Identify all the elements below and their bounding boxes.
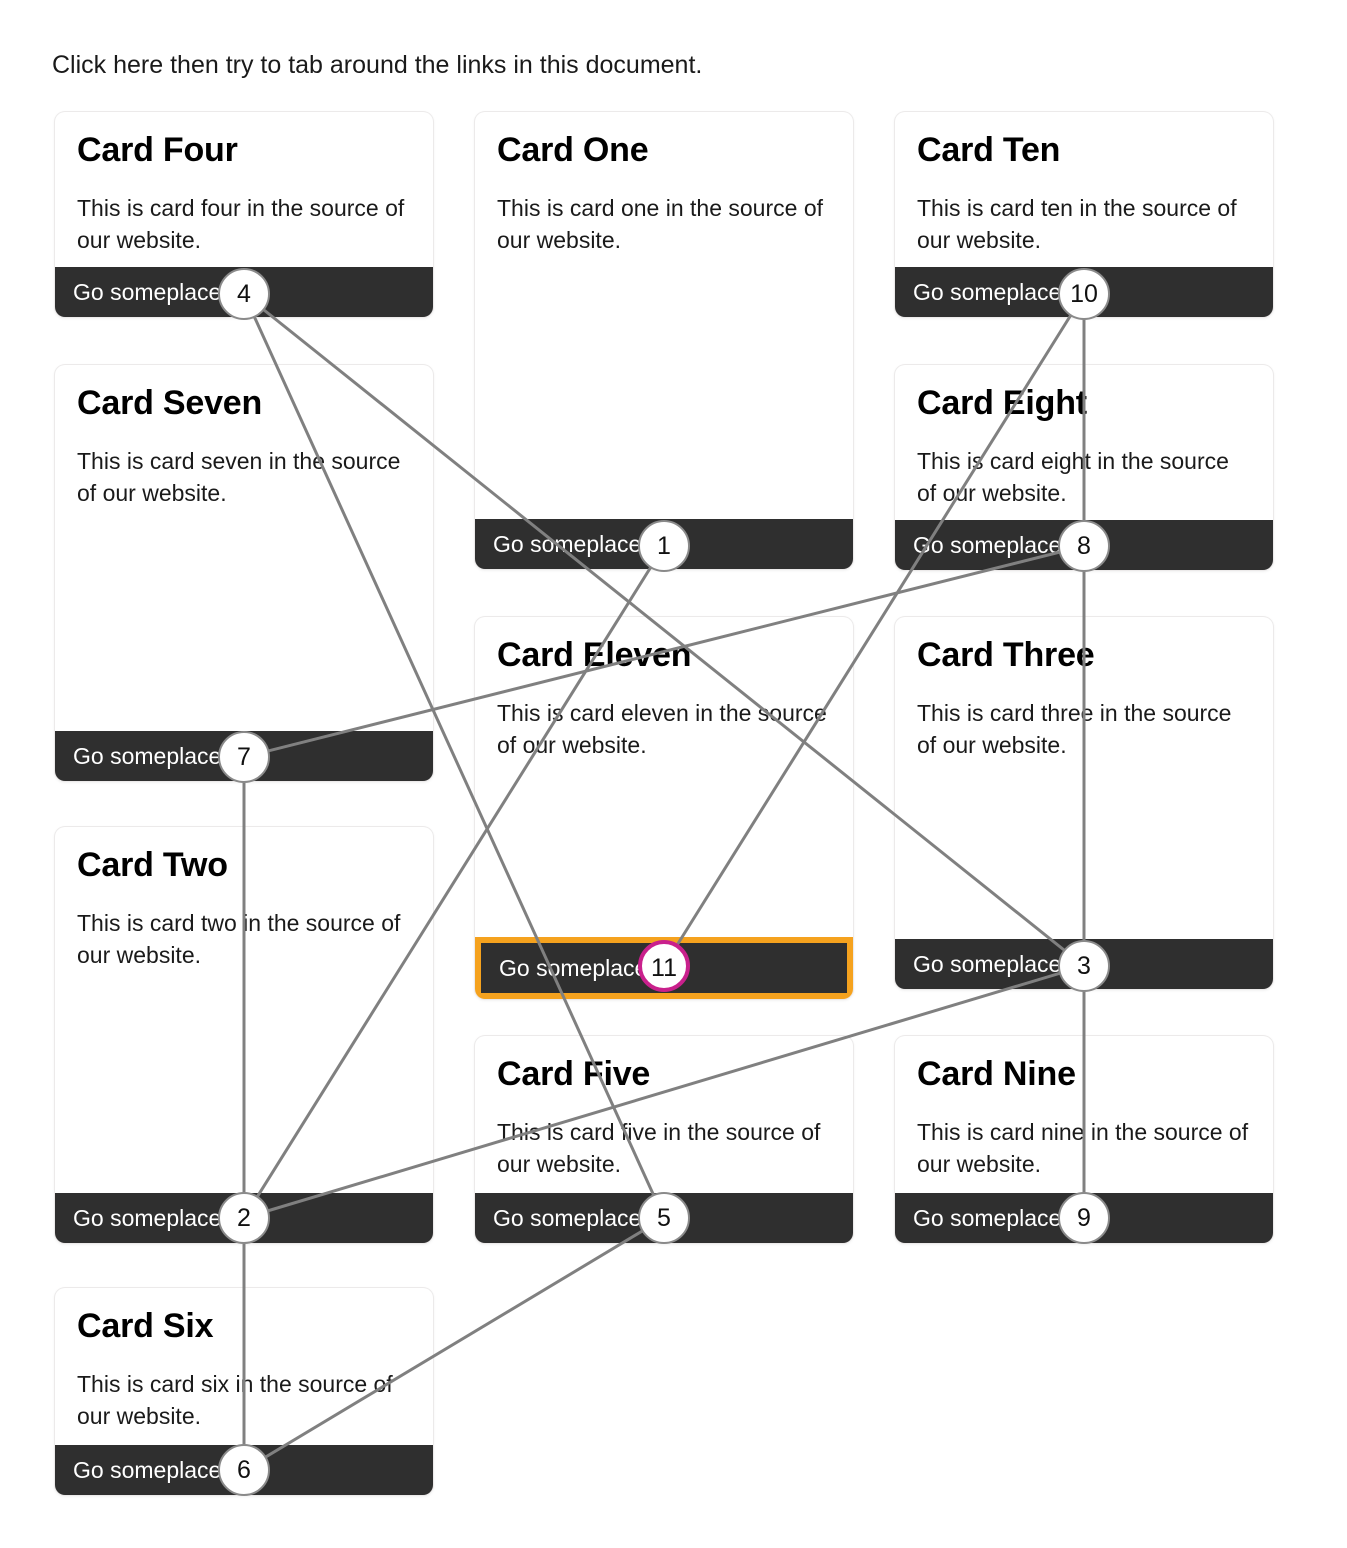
- card-title: Card Nine: [917, 1055, 1076, 1093]
- card-link-seven[interactable]: Go someplace: [73, 743, 222, 769]
- card-description: This is card one in the source of our we…: [497, 195, 823, 253]
- card-title: Card Three: [917, 636, 1095, 674]
- card-description: This is card four in the source of our w…: [77, 195, 405, 253]
- card-link-ten[interactable]: Go someplace: [913, 279, 1062, 305]
- card-link-five[interactable]: Go someplace: [493, 1205, 642, 1231]
- card-description: This is card three in the source of our …: [917, 700, 1232, 758]
- card-description: This is card two in the source of our we…: [77, 910, 401, 968]
- card-footer-inner: Go someplace: [55, 1445, 433, 1495]
- tab-order-badge-6: 6: [218, 1444, 270, 1496]
- intro-instruction: Click here then try to tab around the li…: [52, 51, 703, 79]
- card-link-one[interactable]: Go someplace: [493, 531, 642, 557]
- card-link-three[interactable]: Go someplace: [913, 951, 1062, 977]
- card-description: This is card ten in the source of our we…: [917, 195, 1237, 253]
- tab-order-badge-5: 5: [638, 1192, 690, 1244]
- tab-order-badge-2: 2: [218, 1192, 270, 1244]
- tab-order-badge-11: 11: [638, 940, 690, 992]
- tab-order-badge-9: 9: [1058, 1192, 1110, 1244]
- tab-order-badge-10: 10: [1058, 268, 1110, 320]
- tab-order-badge-8: 8: [1058, 520, 1110, 572]
- card-link-eight[interactable]: Go someplace: [913, 532, 1062, 558]
- card-footer-inner: Go someplace: [55, 1193, 433, 1243]
- card-description: This is card eight in the source of our …: [917, 448, 1229, 506]
- card-description: This is card nine in the source of our w…: [917, 1119, 1249, 1177]
- card-link-eleven[interactable]: Go someplace: [499, 955, 648, 981]
- card-title: Card Six: [77, 1307, 214, 1345]
- tab-order-badge-4: 4: [218, 268, 270, 320]
- card-description: This is card seven in the source of our …: [77, 448, 401, 506]
- card-title: Card Five: [497, 1055, 651, 1093]
- card-title: Card Eleven: [497, 636, 692, 674]
- tab-order-badge-1: 1: [638, 520, 690, 572]
- card-title: Card Eight: [917, 384, 1087, 422]
- card-link-nine[interactable]: Go someplace: [913, 1205, 1062, 1231]
- card-description: This is card eleven in the source of our…: [497, 700, 827, 758]
- card-link-six[interactable]: Go someplace: [73, 1457, 222, 1483]
- card-title: Card Four: [77, 131, 238, 169]
- card-link-four[interactable]: Go someplace: [73, 279, 222, 305]
- card-title: Card One: [497, 131, 649, 169]
- card-description: This is card six in the source of our we…: [77, 1371, 393, 1429]
- card-footer-inner: Go someplace: [55, 267, 433, 317]
- card-title: Card Seven: [77, 384, 263, 422]
- card-footer-inner: Go someplace: [55, 731, 433, 781]
- tab-order-badge-3: 3: [1058, 940, 1110, 992]
- card-description: This is card five in the source of our w…: [497, 1119, 821, 1177]
- card-title: Card Ten: [917, 131, 1061, 169]
- card-title: Card Two: [77, 846, 228, 884]
- card-link-two[interactable]: Go someplace: [73, 1205, 222, 1231]
- tab-order-badge-7: 7: [218, 731, 270, 783]
